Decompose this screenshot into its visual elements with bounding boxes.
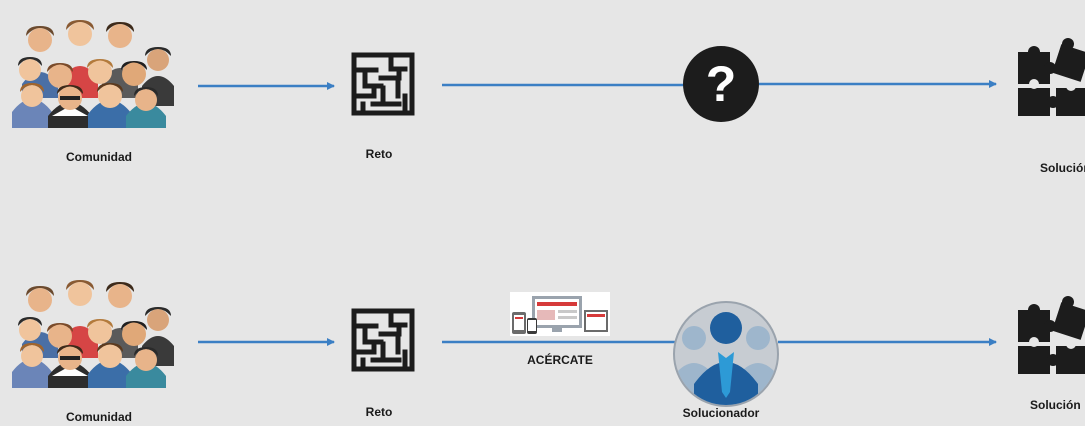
challenge-label: Reto	[365, 405, 393, 419]
community-crowd-icon	[12, 280, 174, 388]
solution-label: Solución	[1040, 161, 1085, 175]
community-crowd-icon	[12, 20, 174, 128]
solver-label: Solucionador	[682, 406, 760, 420]
maze-icon	[354, 55, 412, 113]
solution-label: Solución	[1030, 398, 1081, 412]
solver-avatar-icon	[673, 301, 779, 407]
svg-text:?: ?	[706, 56, 737, 112]
question-mark-icon: ?	[683, 46, 759, 122]
community-label: Comunidad	[66, 150, 132, 164]
community-label: Comunidad	[66, 410, 132, 424]
website-label: ACÉRCATE	[527, 353, 593, 367]
website-devices-icon	[510, 292, 610, 336]
maze-icon	[354, 311, 412, 369]
puzzle-icon	[1018, 38, 1085, 116]
challenge-label: Reto	[365, 147, 393, 161]
flow-1: ?	[12, 20, 1085, 128]
flow-2	[12, 280, 1085, 407]
puzzle-icon	[1018, 296, 1085, 374]
